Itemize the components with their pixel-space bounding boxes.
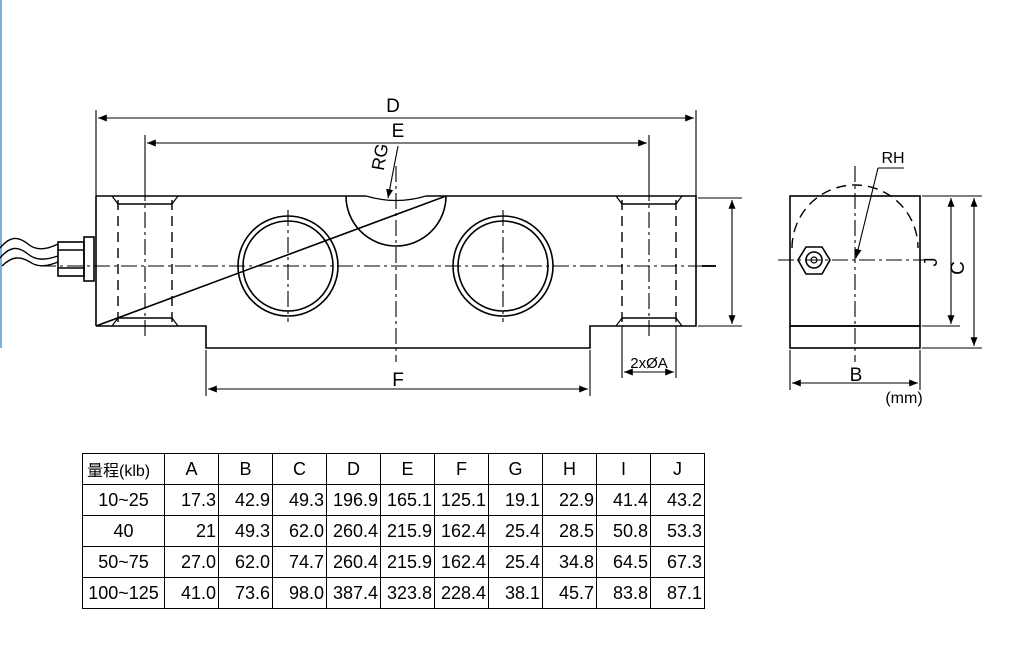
- table-cell: 62.0: [218, 546, 273, 578]
- header-c: C: [272, 453, 327, 485]
- table-row: 40 21 49.3 62.0 260.4 215.9 162.4 25.4 2…: [82, 515, 705, 547]
- header-b: B: [218, 453, 273, 485]
- table-cell: 387.4: [326, 577, 381, 609]
- page-edge-strip: [0, 0, 2, 348]
- header-h: H: [542, 453, 597, 485]
- table-cell: 50.8: [596, 515, 651, 547]
- table-cell: 41.4: [596, 484, 651, 516]
- table-cell: 42.9: [218, 484, 273, 516]
- table-row: 50~75 27.0 62.0 74.7 260.4 215.9 162.4 2…: [82, 546, 705, 578]
- table-cell: 98.0: [272, 577, 327, 609]
- table-cell: 34.8: [542, 546, 597, 578]
- table-cell: 323.8: [380, 577, 435, 609]
- table-cell: 41.0: [164, 577, 219, 609]
- table-cell: 19.1: [488, 484, 543, 516]
- top-notch: [345, 195, 447, 247]
- header-e: E: [380, 453, 435, 485]
- centerlines: [40, 166, 712, 362]
- label-d: D: [386, 96, 400, 117]
- table-cell: 83.8: [596, 577, 651, 609]
- front-view: [0, 195, 697, 349]
- table-cell: 67.3: [650, 546, 705, 578]
- header-d: D: [326, 453, 381, 485]
- table-cell: 45.7: [542, 577, 597, 609]
- table-cell: 27.0: [164, 546, 219, 578]
- header-i: I: [596, 453, 651, 485]
- table-cell: 49.3: [218, 515, 273, 547]
- cable: [0, 237, 59, 250]
- unit-label: (mm): [885, 390, 922, 407]
- table-cell: 74.7: [272, 546, 327, 578]
- label-j: J: [921, 258, 941, 267]
- table-cell: 25.4: [488, 515, 543, 547]
- table-cell: 38.1: [488, 577, 543, 609]
- header-range: 量程(klb): [82, 453, 165, 485]
- header-j: J: [650, 453, 705, 485]
- table-cell: 43.2: [650, 484, 705, 516]
- table-cell: 25.4: [488, 546, 543, 578]
- table-cell: 215.9: [380, 546, 435, 578]
- header-f: F: [434, 453, 489, 485]
- load-cell-drawing: D E RG I F 2xØA RH J C: [0, 96, 982, 407]
- table-cell: 53.3: [650, 515, 705, 547]
- side-dimensions: [789, 167, 982, 390]
- table-cell: 28.5: [542, 515, 597, 547]
- label-rh: RH: [881, 150, 904, 167]
- table-cell: 215.9: [380, 515, 435, 547]
- label-rg: RG: [368, 142, 392, 172]
- table-header-row: 量程(klb) A B C D E F G H I J: [82, 453, 705, 485]
- table-cell: 21: [164, 515, 219, 547]
- table-cell: 260.4: [326, 515, 381, 547]
- table-cell: 162.4: [434, 546, 489, 578]
- table-cell-range: 100~125: [82, 577, 165, 609]
- beam-body: [95, 195, 697, 349]
- table-cell-range: 50~75: [82, 546, 165, 578]
- label-e: E: [392, 121, 405, 142]
- table-cell: 49.3: [272, 484, 327, 516]
- side-notch-arc: [791, 184, 919, 249]
- table-cell: 22.9: [542, 484, 597, 516]
- label-i: I: [699, 263, 721, 269]
- table-cell-range: 40: [82, 515, 165, 547]
- header-a: A: [164, 453, 219, 485]
- table-cell: 73.6: [218, 577, 273, 609]
- label-c: C: [948, 261, 969, 275]
- cable-gland: [57, 236, 95, 282]
- label-f: F: [392, 370, 404, 391]
- table-cell: 260.4: [326, 546, 381, 578]
- label-b: B: [850, 365, 863, 386]
- table-cell: 196.9: [326, 484, 381, 516]
- header-g: G: [488, 453, 543, 485]
- table-row: 10~25 17.3 42.9 49.3 196.9 165.1 125.1 1…: [82, 484, 705, 516]
- table-cell: 64.5: [596, 546, 651, 578]
- table-cell: 165.1: [380, 484, 435, 516]
- table-row: 100~125 41.0 73.6 98.0 387.4 323.8 228.4…: [82, 577, 705, 609]
- label-hole: 2xØA: [630, 355, 668, 372]
- side-centerlines: [778, 166, 934, 362]
- table-cell: 162.4: [434, 515, 489, 547]
- table-cell: 62.0: [272, 515, 327, 547]
- front-dimensions: [95, 110, 742, 396]
- table-cell: 87.1: [650, 577, 705, 609]
- mounting-hole-left: [117, 200, 173, 322]
- mounting-hole-right: [621, 200, 677, 322]
- table-cell: 17.3: [164, 484, 219, 516]
- table-cell: 228.4: [434, 577, 489, 609]
- table-cell: 125.1: [434, 484, 489, 516]
- table-cell-range: 10~25: [82, 484, 165, 516]
- spec-table: 量程(klb) A B C D E F G H I J 10~25 17.3 4…: [82, 453, 705, 609]
